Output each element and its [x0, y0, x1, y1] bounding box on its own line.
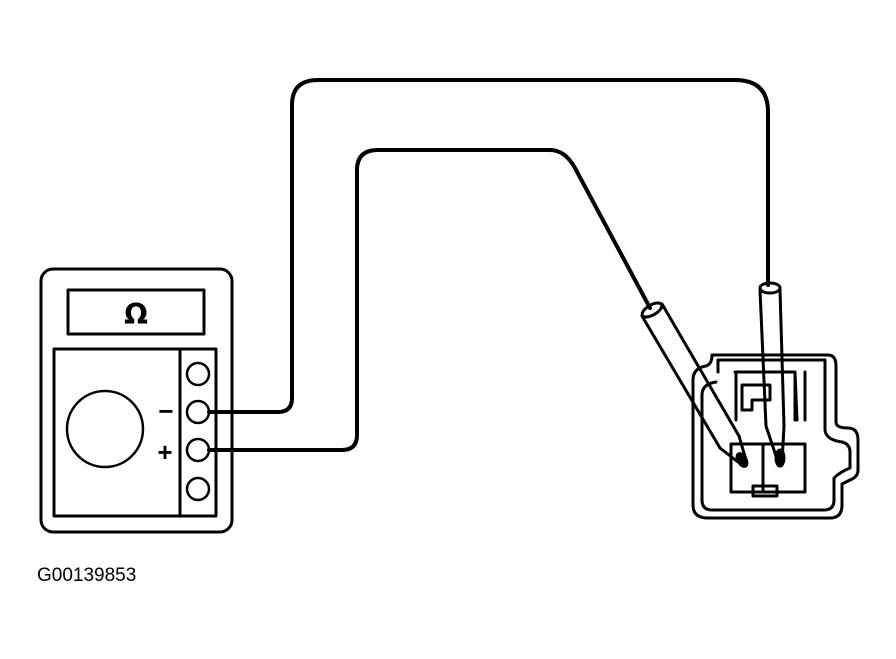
meter-panel	[52, 347, 218, 518]
positive-lead-wire	[207, 148, 652, 452]
positive-jack	[185, 437, 211, 463]
meter-display	[66, 288, 206, 336]
right-test-probe	[758, 281, 786, 468]
negative-label: −	[158, 396, 173, 426]
meter-body	[39, 267, 234, 534]
terminal-jack	[185, 361, 211, 387]
negative-lead-wire	[207, 78, 770, 414]
ohm-symbol: Ω	[124, 298, 148, 331]
figure-id-label: G00139853	[37, 565, 137, 586]
positive-label: +	[157, 437, 172, 467]
connector	[691, 353, 860, 520]
negative-jack	[185, 399, 211, 425]
terminal-jack	[185, 476, 211, 502]
left-test-probe	[640, 301, 749, 468]
selector-dial	[65, 389, 145, 469]
ohmmeter: Ω − +	[39, 267, 234, 534]
